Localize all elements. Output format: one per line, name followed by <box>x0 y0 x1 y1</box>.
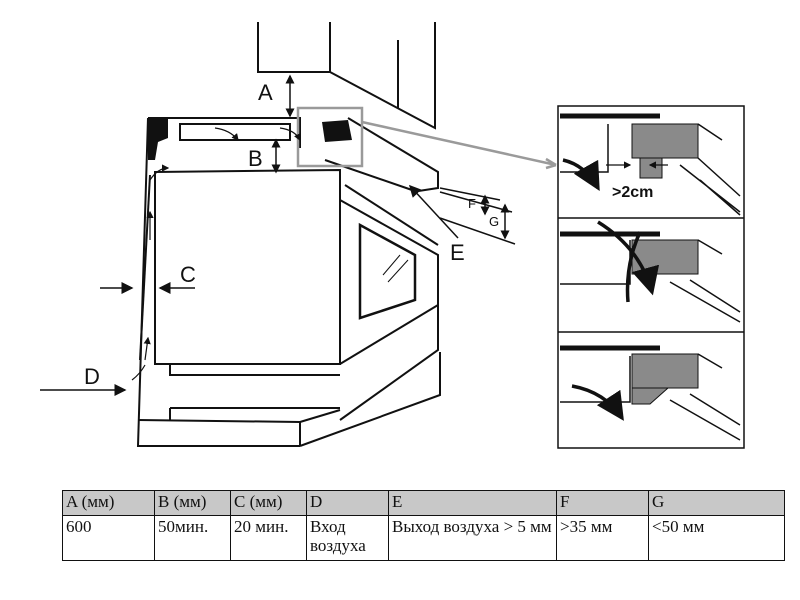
header-e: E <box>388 490 557 516</box>
detail-panel-1: >2cm <box>560 113 741 216</box>
header-a: A (мм) <box>62 490 155 516</box>
label-c: C <box>180 262 196 287</box>
label-e: E <box>450 240 465 265</box>
label-g: G <box>489 214 499 229</box>
table-row: 600 50мин. 20 мин. Вход воздуха Выход во… <box>62 515 785 561</box>
label-a: A <box>258 80 273 105</box>
value-g: <50 мм <box>648 515 785 561</box>
spec-table-header: A (мм) B (мм) C (мм) D E F G <box>62 490 785 516</box>
value-b: 50мин. <box>154 515 231 561</box>
label-gap: >2cm <box>612 184 653 201</box>
wall-cabinet <box>257 22 436 130</box>
air-flow-arrow-icon <box>131 127 301 381</box>
value-d: Вход воздуха <box>306 515 389 561</box>
cabinet-corners <box>148 118 352 160</box>
value-e: Выход воздуха > 5 мм <box>388 515 557 561</box>
value-a: 600 <box>62 515 155 561</box>
header-f: F <box>556 490 649 516</box>
spec-table: A (мм) B (мм) C (мм) D E F G 600 50мин. … <box>62 490 785 561</box>
dimension-arrows <box>40 74 516 396</box>
installation-diagram: A B C D E F G >2cm <box>40 22 745 449</box>
detail-panels: >2cm <box>557 105 745 449</box>
label-b: B <box>248 146 263 171</box>
value-f: >35 мм <box>556 515 649 561</box>
label-f: F <box>468 196 476 211</box>
diagram-labels: A B C D E F G <box>84 80 499 389</box>
value-c: 20 мин. <box>230 515 307 561</box>
header-d: D <box>306 490 389 516</box>
detail-panel-2 <box>560 220 741 323</box>
header-c: C (мм) <box>230 490 307 516</box>
header-b: B (мм) <box>154 490 231 516</box>
header-g: G <box>648 490 785 516</box>
oven-window <box>358 222 417 320</box>
detail-panel-3 <box>560 345 741 441</box>
label-d: D <box>84 364 100 389</box>
